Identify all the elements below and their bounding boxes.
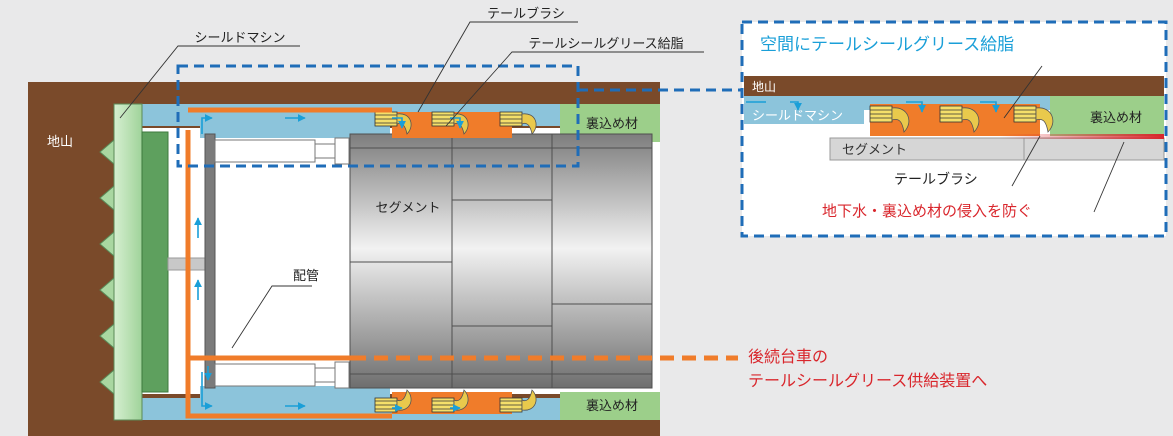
cutter-teeth [99,138,115,396]
detail-red-band [1000,134,1164,139]
segment-label: セグメント [375,201,440,216]
tail-seal-grease-label: テールシールグリース給脂 [528,37,683,52]
shield-inner-bottom [200,386,390,398]
flow-arrows [194,114,464,412]
detail-tail-brush-label: テールブラシ [894,171,978,188]
bulkhead [204,133,216,389]
detail-shield-label: シールドマシン [752,109,843,124]
cutter-disk [141,131,169,393]
detail-ground-label: 地山 [752,80,776,94]
detail-flow-arrows [746,101,1000,113]
detail-prevent-label: 地下水・裏込め材の侵入を防ぐ [822,202,1032,220]
grease-pipe [185,107,392,419]
tail-brush-label: テールブラシ [487,6,565,22]
thrust-jack-bottom [214,361,350,389]
supply-note-line2: テールシールグリース供給装置へ [748,371,987,390]
detail-shield-lower [744,110,864,124]
highlight-box-main [176,64,580,168]
supply-note-line1: 後続台車の [748,347,828,366]
detail-ground [744,76,1164,96]
detail-segment [829,137,1165,161]
detail-segment-label: セグメント [842,143,907,158]
shield-inner-top [200,126,390,138]
leader-lines [119,21,704,349]
detail-leader-lines [1003,65,1125,213]
backfill-bottom [560,392,660,420]
thrust-jack-top [214,137,350,165]
backfill-top-label: 裏込め材 [586,117,638,132]
detail-title: 空間にテールシールグリース給脂 [760,35,1014,55]
tail-brushes-bottom [374,389,537,413]
shield-machine-label: シールドマシン [194,31,285,46]
backfill-bottom-label: 裏込め材 [586,399,638,414]
pipe-label: 配管 [293,269,319,284]
segment-rings [349,133,653,389]
detail-tail-brushes [869,105,1054,133]
cutter-head [113,103,143,421]
detail-backfill-label: 裏込め材 [1090,111,1142,126]
ground-label: 地山 [47,135,73,150]
detail-backfill [1050,96,1164,136]
